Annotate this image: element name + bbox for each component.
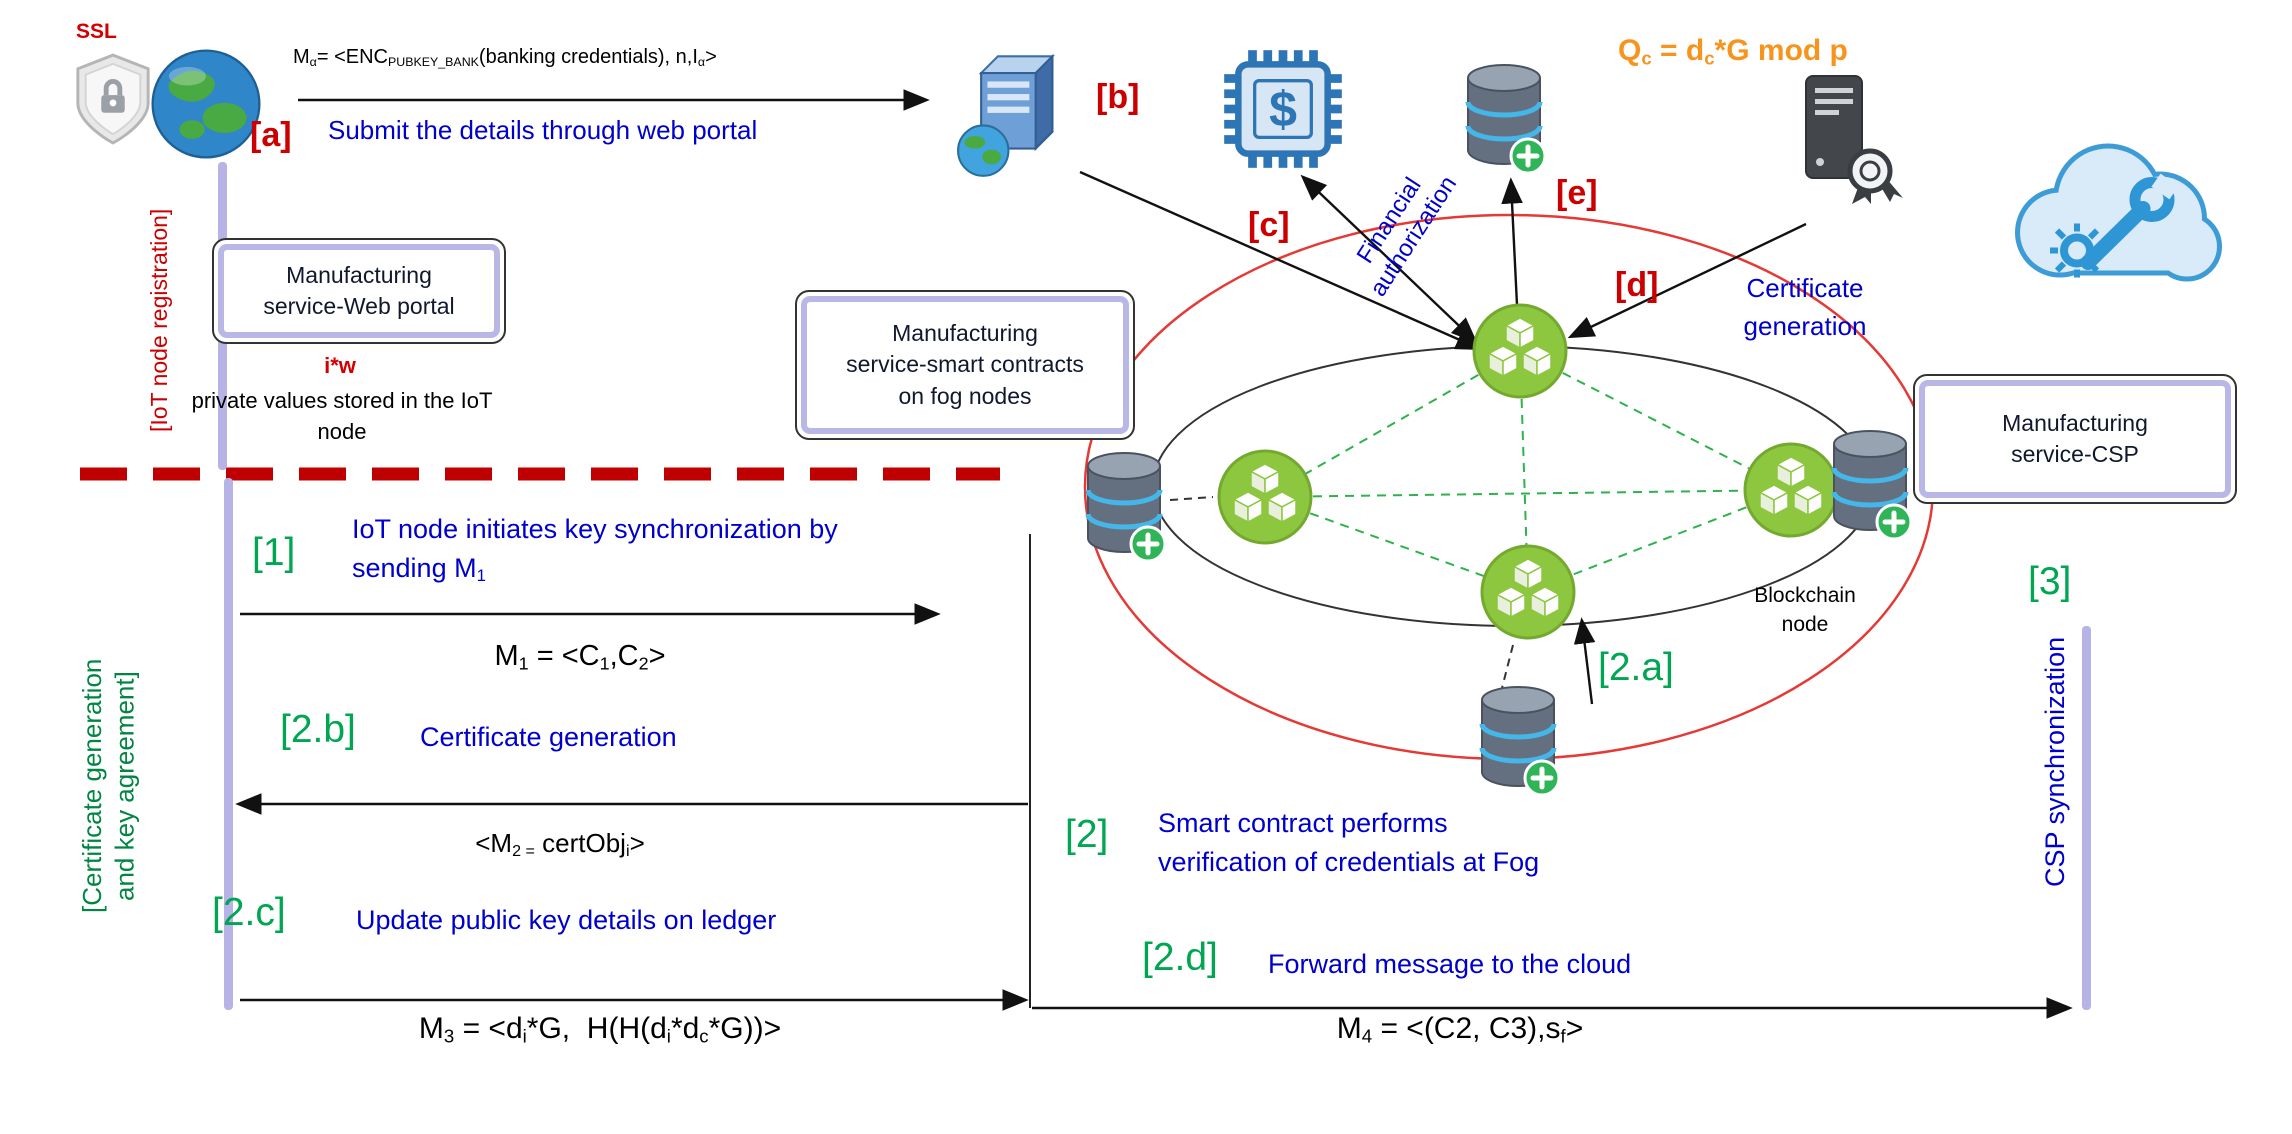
web-portal-box-line1: Manufacturing (286, 261, 432, 288)
banking-chip-icon: $ (1224, 50, 1342, 168)
submit-note: Submit the details through web portal (328, 115, 758, 145)
tag-3: [3] (2028, 560, 2072, 603)
tag-b: [b] (1096, 78, 1140, 116)
tag-2a: [2.a] (1598, 646, 1674, 689)
m4-formula: M4 = <(C2, C3),sf> (1336, 1012, 1584, 1047)
csp-lifeline (2082, 626, 2091, 1010)
ssl-label: SSL (76, 20, 117, 43)
dollar-glyph: $ (1269, 81, 1297, 137)
ssl-shield-lock-icon (76, 53, 150, 145)
tag-2d: [2.d] (1142, 936, 1218, 979)
tag-2c: [2.c] (212, 891, 286, 934)
m3-formula: M3 = <di*G, H(H(di*dc*G))> (418, 1012, 782, 1047)
cloud-service-icon (2015, 143, 2222, 282)
m2-formula: <M2 = certObji> (475, 828, 645, 861)
tag-d: [d] (1615, 266, 1659, 304)
web-portal-server-icon (957, 53, 1055, 177)
fog-box-line3: on fog nodes (898, 382, 1032, 409)
iw-label: i*w (324, 353, 356, 378)
csp-box: Manufacturing service-CSP (1913, 374, 2237, 504)
database-right-icon (1824, 424, 1916, 542)
wrench-gear-icon (2050, 173, 2179, 278)
forward-cloud-note: Forward message to the cloud (1268, 949, 1632, 979)
blockchain-node-top-icon (1470, 301, 1570, 401)
tag-c: [c] (1248, 206, 1290, 244)
csp-sync-label: CSP synchronization (2040, 636, 2070, 888)
update-ledger-note: Update public key details on ledger (356, 905, 777, 935)
database-top-icon (1458, 58, 1550, 176)
m1-formula: M1 = <C1,C2> (494, 640, 666, 674)
database-link-lines (1169, 496, 1514, 689)
tag-1: [1] (252, 531, 296, 574)
certificate-server-icon (1805, 75, 1903, 204)
tag-a: [a] (250, 116, 292, 154)
csp-box-line1: Manufacturing (2002, 409, 2148, 436)
web-portal-box: Manufacturing service-Web portal (212, 238, 506, 344)
globe-icon (151, 49, 261, 159)
iot-lifeline-bottom (224, 478, 233, 1010)
step1-note: IoT node initiates key synchronization b… (352, 514, 838, 586)
web-portal-box-line2: service-Web portal (263, 293, 455, 319)
qc-formula: Qc = dc*G mod p (1618, 34, 1848, 69)
blockchain-node-bottom-icon (1478, 542, 1578, 642)
fog-box-line1: Manufacturing (892, 320, 1038, 347)
tag-2b: [2.b] (280, 708, 356, 751)
msg-alpha: Mα= <ENCPUBKEY_BANK(banking credentials)… (293, 46, 717, 70)
fog-box-line2: service-smart contracts (846, 351, 1084, 378)
tag-2: [2] (1065, 813, 1109, 856)
database-left-icon (1078, 446, 1170, 564)
cert-generation-note: Certificate generation (420, 722, 677, 752)
blockchain-node-left-icon (1215, 447, 1315, 547)
fog-smart-contracts-box: Manufacturing service-smart contracts on… (795, 290, 1135, 440)
csp-box-line2: service-CSP (2011, 441, 2139, 467)
tag-e: [e] (1556, 174, 1598, 212)
database-bottom-icon (1472, 680, 1564, 798)
flow-arrows (235, 89, 2073, 1019)
